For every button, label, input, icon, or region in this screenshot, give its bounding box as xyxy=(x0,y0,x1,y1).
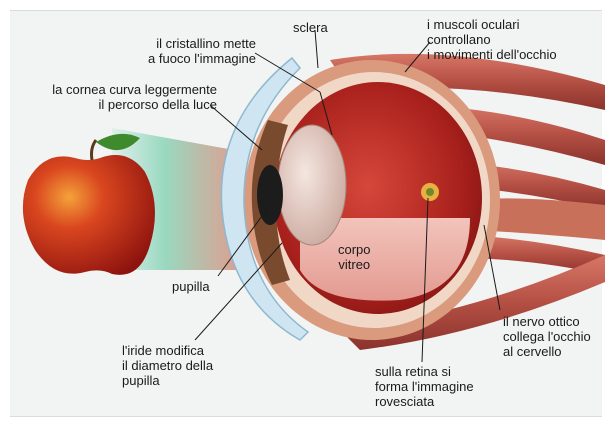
label-retina: sulla retina si forma l'immagine rovesci… xyxy=(375,364,474,409)
label-cornea: la cornea curva leggermente il percorso … xyxy=(52,82,217,112)
label-eye-muscles: i muscoli oculari controllano i moviment… xyxy=(427,17,557,62)
label-vitreous-body: corpo vitreo xyxy=(338,242,371,272)
label-sclera: sclera xyxy=(293,20,328,35)
label-lens: il cristallino mette a fuoco l'immagine xyxy=(148,36,256,66)
lens xyxy=(278,125,346,245)
pupil xyxy=(257,165,283,225)
label-iris: l'iride modifica il diametro della pupil… xyxy=(122,343,213,388)
label-optic-nerve: il nervo ottico collega l'occhio al cerv… xyxy=(503,314,591,359)
label-pupil: pupilla xyxy=(172,279,210,294)
